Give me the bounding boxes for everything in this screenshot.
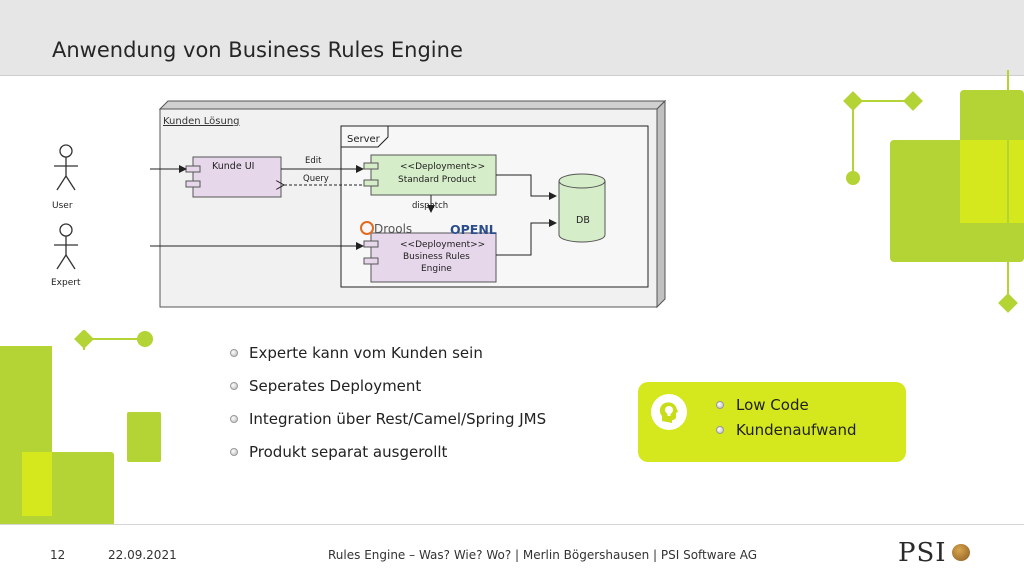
standard-product-component	[370, 154, 497, 196]
actors: User Expert	[51, 144, 81, 288]
svg-text:Drools: Drools	[374, 222, 412, 236]
footer-divider	[0, 524, 1024, 525]
bre-db-edge	[496, 219, 557, 256]
highlight-box: Low Code Kundenaufwand	[638, 382, 906, 462]
page-number: 12	[50, 548, 66, 562]
query-label: Query	[303, 174, 329, 184]
footer-text: Rules Engine – Was? Wie? Wo? | Merlin Bö…	[328, 548, 758, 562]
header-bar	[0, 0, 1024, 76]
standard-product-label: Standard Product	[398, 175, 476, 185]
db-cylinder	[558, 173, 606, 243]
db-label: DB	[576, 215, 590, 226]
business-rules-label-2: Engine	[421, 264, 452, 274]
business-rules-label-1: Business Rules	[403, 252, 470, 262]
user-actor-icon	[54, 144, 78, 191]
highlight-item: Kundenaufwand	[716, 419, 857, 444]
decoration-top-right	[843, 70, 1024, 313]
psi-logo: PSI	[898, 538, 947, 568]
standard-product-stereotype: <<Deployment>>	[400, 162, 485, 172]
sp-db-edge	[496, 174, 557, 200]
bullet-list: Experte kann vom Kunden sein Seperates D…	[230, 342, 546, 474]
walnut-icon	[952, 544, 970, 561]
bullet-item: Integration über Rest/Camel/Spring JMS	[230, 408, 546, 441]
highlight-item: Low Code	[716, 394, 857, 419]
svg-text:OPENL: OPENL	[450, 222, 497, 237]
lightbulb-head-icon	[651, 394, 687, 430]
drools-logo: Drools	[360, 221, 412, 236]
server-label: Server	[347, 134, 381, 145]
decoration-bottom-left	[0, 330, 161, 525]
business-rules-stereotype: <<Deployment>>	[400, 240, 485, 250]
highlight-list: Low Code Kundenaufwand	[716, 394, 857, 444]
expert-actor-icon	[54, 223, 78, 270]
business-rules-component	[370, 232, 497, 283]
edit-label: Edit	[305, 156, 322, 166]
footer-date: 22.09.2021	[108, 548, 177, 562]
bullet-item: Seperates Deployment	[230, 375, 546, 408]
openl-logo: OPENL	[450, 222, 497, 237]
dispatch-label: dispatch	[412, 201, 448, 211]
bullet-item: Experte kann vom Kunden sein	[230, 342, 546, 375]
architecture-diagram: Kunden Lösung Server Kunde UI <<Deployme…	[150, 99, 667, 309]
page-title: Anwendung von Business Rules Engine	[52, 38, 463, 62]
frame-label: Kunden Lösung	[163, 116, 240, 127]
kunde-ui-label: Kunde UI	[212, 161, 254, 172]
user-label: User	[52, 201, 73, 211]
kunde-ui-component	[192, 156, 282, 198]
expert-label: Expert	[51, 278, 81, 288]
bullet-item: Produkt separat ausgerollt	[230, 441, 546, 474]
